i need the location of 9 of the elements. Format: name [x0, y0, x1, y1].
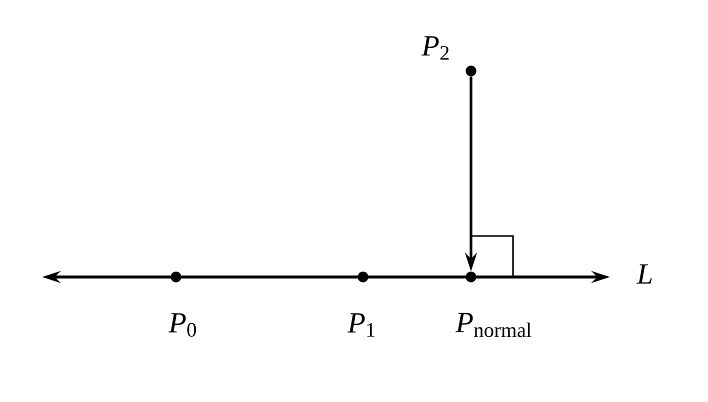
point-dot: [358, 272, 368, 282]
line-label: L: [636, 264, 652, 284]
point-dot: [466, 66, 476, 76]
point-dot: [170, 272, 182, 282]
point-label: P$_{2}$: [421, 36, 449, 60]
point-dot: [466, 272, 476, 282]
point-label: P$_{1}$: [347, 313, 375, 337]
point-label: P$_{0}$: [168, 313, 196, 337]
point-label: P$_{normal}$: [455, 312, 532, 338]
